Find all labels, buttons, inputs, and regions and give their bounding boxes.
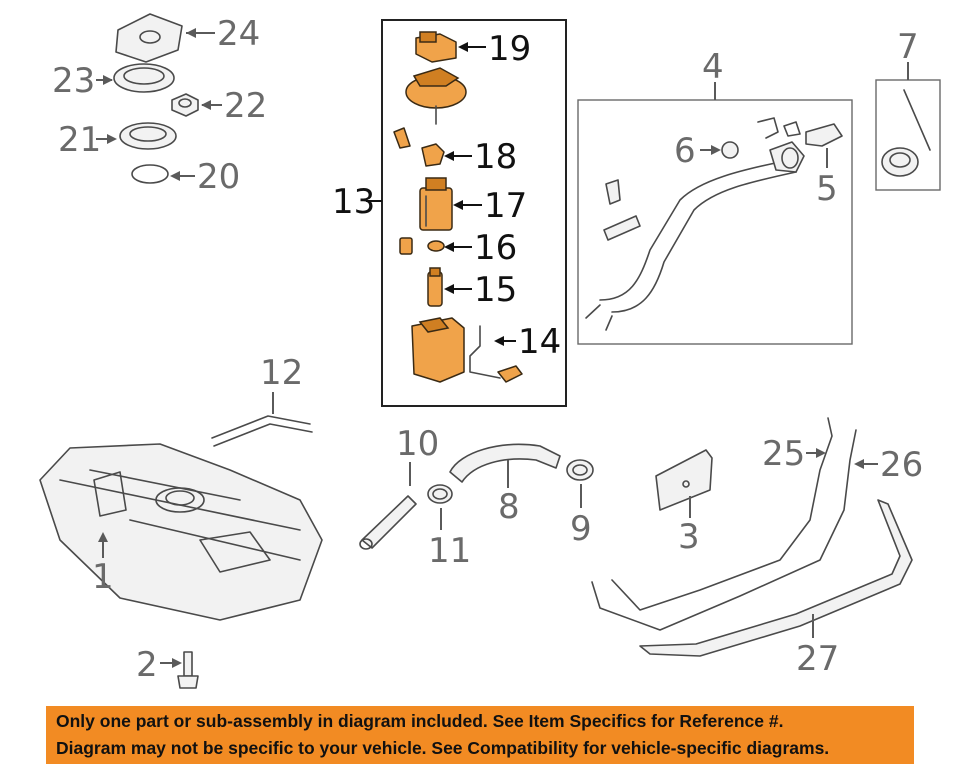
callout-11: 11 [428,531,471,571]
disclaimer-banner: Only one part or sub-assembly in diagram… [46,706,914,764]
disclaimer-line-1: Only one part or sub-assembly in diagram… [56,711,784,731]
part-1-fuel-tank [39,443,323,621]
callout-20: 20 [197,157,240,197]
callout-21: 21 [58,120,101,160]
callout-27: 27 [796,639,839,679]
callout-25: 25 [762,434,805,474]
part-23-gasket [113,63,175,93]
part-12-hose [211,415,313,447]
part-5-bracket [805,123,843,147]
callout-9: 9 [570,509,592,549]
part-4-filler-neck [585,117,805,331]
part-10-pipe [359,495,417,550]
callout-7: 7 [897,27,919,67]
callout-5: 5 [816,169,838,209]
callout-10: 10 [396,424,439,464]
part-3-shield [655,449,713,511]
callout-24: 24 [217,14,260,54]
callout-3: 3 [678,517,700,557]
part-16-seal [399,237,445,255]
callout-17: 17 [484,186,527,226]
callout-22: 22 [224,86,267,126]
disclaimer-line-2: Diagram may not be specific to your vehi… [56,738,830,758]
part-2-bolt [177,651,199,689]
callout-13: 13 [332,182,375,222]
part-9-clamp [566,459,594,481]
part-20-oring [131,164,169,184]
pump-flange [405,67,467,125]
callout-18: 18 [474,137,517,177]
part-17-filter [419,177,453,231]
callout-4: 4 [702,47,724,87]
part-19-connector [415,31,457,63]
callout-1: 1 [92,557,114,597]
part-6-clip [721,141,739,159]
part-24-cover [115,13,183,63]
part-7-fuel-cap [881,89,931,177]
assembly-13-box [381,19,567,407]
part-15-pump [427,267,443,307]
callout-14: 14 [518,322,561,362]
callout-19: 19 [488,29,531,69]
callout-12: 12 [260,353,303,393]
part-8-hose [449,443,561,483]
callout-8: 8 [498,487,520,527]
part-25-fuel-line [591,417,857,631]
part-14-sender [411,317,523,383]
part-21-ring [119,122,177,150]
callout-15: 15 [474,270,517,310]
part-11-clamp [427,484,453,504]
part-18-regulator [393,127,445,167]
callout-23: 23 [52,61,95,101]
part-27-strap [639,499,913,657]
callout-16: 16 [474,228,517,268]
part-22-nut [171,93,199,117]
callout-6: 6 [674,131,696,171]
callout-26: 26 [880,445,923,485]
callout-2: 2 [136,645,158,685]
